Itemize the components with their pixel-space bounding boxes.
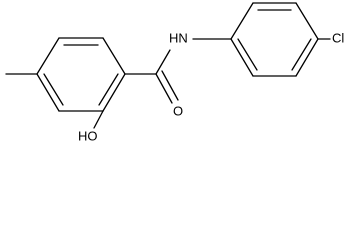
carbonyl-double-bond [155,73,173,104]
ring-bond [36,37,60,75]
ring-bond [295,2,319,40]
ring-double-bond [98,73,119,106]
ring-bond [295,38,319,77]
carbonyl-double-bond [161,70,179,101]
hydroxy-label: HO [78,128,98,143]
chloro-label: Cl [332,30,344,45]
ring-double-bond [291,38,312,71]
chemical-structure-diagram: HO O HN Cl [5,2,344,143]
ring-bond [230,2,254,40]
amide-nh-label: HN [169,30,188,45]
ring-bond [102,73,126,112]
left-benzene-ring [36,37,126,112]
ring-double-bond [43,73,64,106]
ring-bond [102,37,126,75]
carbonyl-to-nitrogen-bond [155,49,171,75]
ring-bond [230,38,254,77]
hydroxy-bond [93,110,104,129]
right-benzene-ring [230,2,319,77]
ring-double-bond [237,38,258,71]
carbonyl-oxygen-label: O [173,103,183,118]
ring-bond [36,73,60,112]
